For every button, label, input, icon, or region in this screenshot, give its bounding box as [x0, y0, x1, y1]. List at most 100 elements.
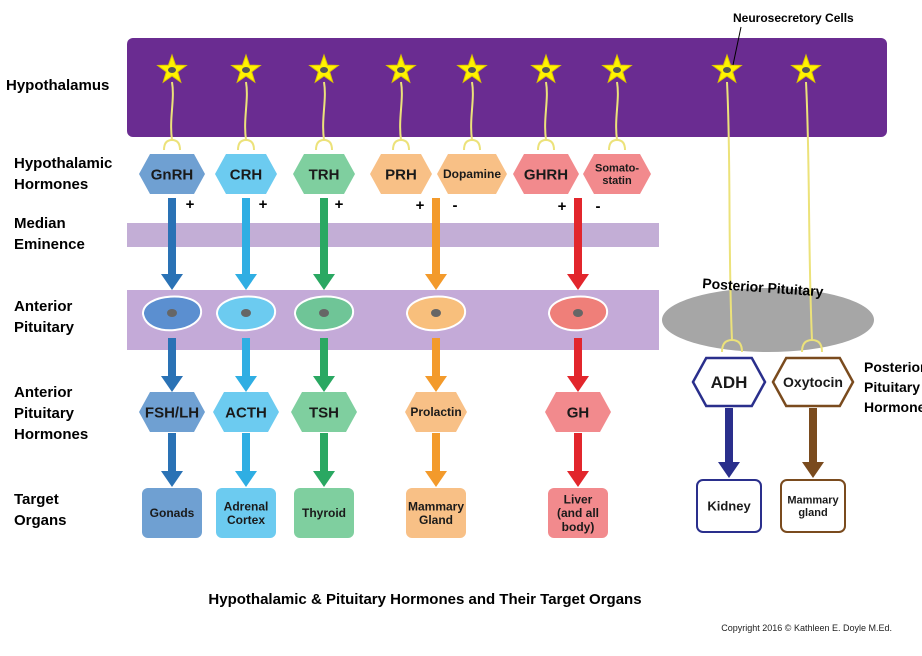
anterior-hormone-label: Prolactin — [410, 405, 461, 419]
target-organ-label: Gonads — [150, 506, 195, 520]
label-aph-1: Anterior — [14, 384, 73, 401]
posterior-organ-0 — [696, 479, 762, 533]
arrow-to-cell-head — [567, 274, 589, 290]
arrow-to-cell-shaft — [574, 198, 582, 276]
axon-terminal — [237, 138, 255, 151]
arrow-to-cell-head — [235, 274, 257, 290]
posterior-axon-terminal — [801, 338, 823, 353]
label-target-1: Target — [14, 491, 59, 508]
posterior-axon-terminal — [721, 338, 743, 353]
cell-nucleus — [573, 309, 583, 317]
arrow-to-hormone-head — [567, 376, 589, 392]
arrow-to-posterior-organ-head — [718, 462, 740, 478]
axon-terminal — [463, 138, 481, 151]
arrow-to-organ-head — [235, 471, 257, 487]
arrow-to-organ-head — [425, 471, 447, 487]
arrow-to-cell-shaft — [320, 198, 328, 276]
target-organ-label: Mammary — [408, 499, 464, 513]
posterior-organ-1 — [780, 479, 846, 533]
releasing-hormone-label: CRH — [230, 166, 263, 183]
neurosecretory-cells — [156, 53, 822, 84]
releasing-hormone-label: statin — [602, 175, 632, 187]
releasing-hormone-3 — [370, 154, 432, 194]
copyright: Copyright 2016 © Kathleen E. Doyle M.Ed. — [721, 623, 892, 633]
arrow-to-organ-shaft — [242, 433, 250, 473]
axon-terminal — [315, 138, 333, 151]
arrow-to-hormone-head — [235, 376, 257, 392]
arrow-to-posterior-organ-shaft — [809, 408, 817, 464]
releasing-hormone-1 — [215, 154, 277, 194]
regulation-sign: + — [416, 197, 425, 214]
arrow-to-hormone-shaft — [168, 338, 176, 378]
arrow-to-cell-head — [313, 274, 335, 290]
target-organ-label: Cortex — [227, 513, 265, 527]
label-hypothalamus: Hypothalamus — [6, 77, 109, 94]
target-organ-label: Thyroid — [302, 506, 346, 520]
posterior-organ-label: Kidney — [707, 499, 751, 514]
regulation-sign: - — [453, 197, 458, 214]
axon — [399, 81, 403, 141]
posterior-pituitary-lobe — [662, 288, 874, 352]
target-organ-2 — [294, 488, 354, 538]
target-organ-label: Gland — [419, 513, 453, 527]
anterior-hormone-1 — [213, 392, 279, 432]
arrow-to-hormone-shaft — [242, 338, 250, 378]
target-organ-1 — [216, 488, 276, 538]
target-organ-label: Adrenal — [224, 499, 269, 513]
arrow-to-organ-head — [313, 471, 335, 487]
arrow-to-cell-shaft — [242, 198, 250, 276]
arrow-to-organ-head — [161, 471, 183, 487]
arrow-to-posterior-organ-head — [802, 462, 824, 478]
label-pph-2: Pituitary — [864, 379, 920, 395]
anterior-hormone-4 — [545, 392, 611, 432]
releasing-hormone-label: PRH — [385, 166, 417, 183]
posterior-hormone-0 — [691, 356, 767, 408]
anterior-hormone-0 — [139, 392, 205, 432]
label-aph-2: Pituitary — [14, 405, 75, 422]
arrow-to-organ-head — [567, 471, 589, 487]
label-anterior-2: Pituitary — [14, 319, 75, 336]
regulation-sign: + — [335, 196, 344, 213]
anterior-hormone-label: FSH/LH — [145, 404, 199, 421]
releasing-hormone-2 — [293, 154, 355, 194]
posterior-organ-label: gland — [798, 507, 827, 519]
axon-terminal — [163, 138, 181, 151]
target-organ-label: Liver — [564, 492, 593, 506]
posterior-hormone-label: Oxytocin — [783, 374, 843, 390]
label-pph-3: Hormones — [864, 399, 922, 415]
arrows — [161, 198, 824, 487]
arrow-to-hormone-shaft — [320, 338, 328, 378]
axon — [170, 81, 174, 141]
label-median-1: Median — [14, 215, 66, 232]
regulation-sign: + — [259, 196, 268, 213]
label-hypo-hormones-1: Hypothalamic — [14, 155, 112, 172]
cell-nucleus — [167, 309, 177, 317]
cell-nucleus — [241, 309, 251, 317]
cell-nucleus — [319, 309, 329, 317]
label-target-2: Organs — [14, 512, 67, 529]
neuron-nucleus — [242, 67, 250, 73]
posterior-axon — [805, 81, 813, 341]
arrow-to-cell-shaft — [168, 198, 176, 276]
neuron-nucleus — [397, 67, 405, 73]
cell-nucleus — [431, 309, 441, 317]
arrow-to-posterior-organ-shaft — [725, 408, 733, 464]
target-organ-0 — [142, 488, 202, 538]
axon — [322, 81, 326, 141]
axon — [615, 81, 619, 141]
arrow-to-organ-shaft — [432, 433, 440, 473]
median-eminence-band — [127, 223, 659, 247]
arrow-to-cell-shaft — [432, 198, 440, 276]
axon-terminal — [608, 138, 626, 151]
releasing-hormone-label: TRH — [309, 166, 340, 183]
regulation-sign: - — [596, 198, 601, 215]
label-median-2: Eminence — [14, 236, 85, 253]
releasing-hormone-4 — [437, 154, 507, 194]
neuron-nucleus — [320, 67, 328, 73]
axon-terminal — [537, 138, 555, 151]
hypothalamus-band — [127, 38, 887, 137]
neurosecretory-pointer — [732, 26, 742, 66]
neuron-nucleus — [468, 67, 476, 73]
